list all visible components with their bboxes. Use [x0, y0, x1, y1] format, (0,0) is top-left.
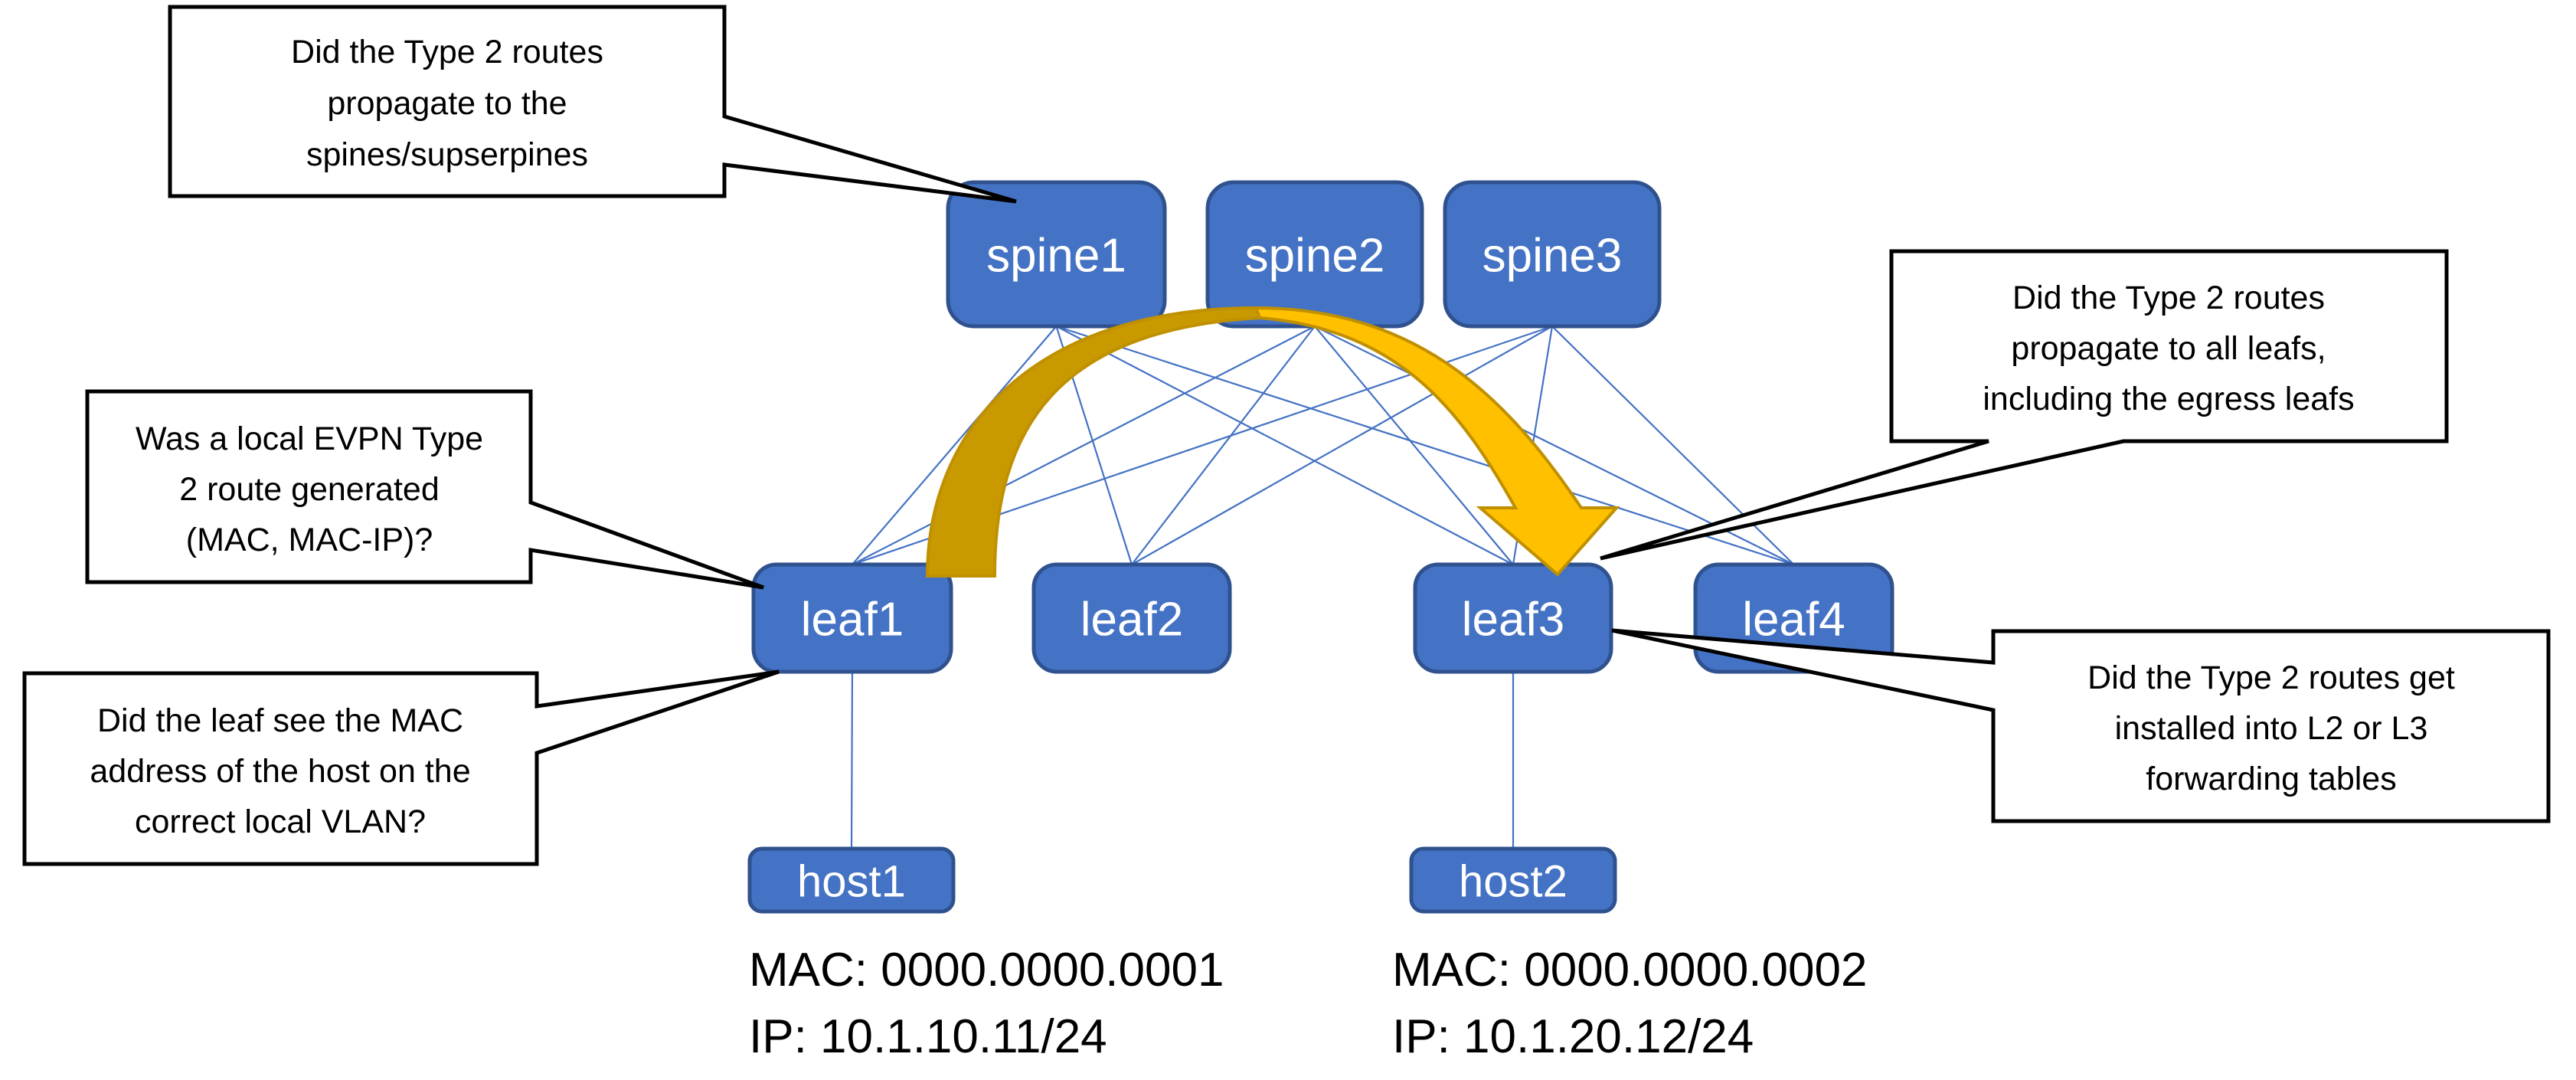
callout-text-line: propagate to the — [327, 85, 567, 122]
host-box — [747, 846, 956, 914]
link-spine1-leaf4 — [1056, 325, 1794, 566]
callout-local-route-generated: Was a local EVPN Type 2 route generated (M… — [85, 389, 764, 590]
callout-text-line: propagate to all leafs, — [2011, 330, 2326, 367]
callout-leafs-propagation: Did the Type 2 routes propagate to all le… — [1600, 249, 2449, 561]
link-spine1-leaf1 — [852, 326, 1058, 565]
host2-mac: MAC: 0000.0000.0002 — [1392, 944, 1867, 997]
leaf-label: leaf4 — [1742, 594, 1845, 646]
callout-box — [85, 389, 764, 590]
link-spine1-leaf3 — [1055, 326, 1514, 565]
spine-label: spine2 — [1245, 230, 1385, 283]
leaf-label: leaf3 — [1462, 594, 1564, 646]
host-label: host1 — [797, 857, 906, 907]
link-spine2-leaf3 — [1314, 326, 1514, 565]
host-host1[interactable]: host1 — [747, 846, 956, 914]
callout-text-line: including the egress leafs — [1983, 381, 2354, 417]
callout-box — [1611, 628, 2551, 823]
leaf-box — [1413, 562, 1613, 674]
spine-box — [946, 180, 1167, 329]
leaf-label: leaf1 — [801, 594, 904, 646]
callout-text-line: spines/supserpines — [306, 136, 588, 173]
spine-spine1[interactable]: spine1 — [946, 180, 1167, 329]
spine-spine3[interactable]: spine3 — [1443, 180, 1662, 329]
callout-text-line: Did the Type 2 routes — [2012, 280, 2325, 316]
host-links — [850, 671, 1515, 849]
callout-routes-installed: Did the Type 2 routes get installed into … — [1611, 628, 2551, 823]
leaf-box — [1031, 562, 1232, 674]
callout-text-line: installed into L2 or L3 — [2115, 710, 2428, 747]
callout-text-line: forwarding tables — [2146, 761, 2396, 797]
leaf-leaf2[interactable]: leaf2 — [1031, 562, 1232, 674]
callout-text-line: (MAC, MAC-IP)? — [186, 522, 433, 558]
callout-text-line: address of the host on the — [90, 753, 470, 790]
callout-box — [22, 669, 780, 866]
link-spine3-leaf2 — [1131, 326, 1553, 565]
host2-ip: IP: 10.1.20.12/24 — [1392, 1010, 1754, 1063]
callout-spines-propagation: Did the Type 2 routes propagate to the spi… — [168, 5, 1017, 204]
callout-box — [1600, 249, 2449, 561]
route-arrow-front — [1254, 306, 1620, 577]
callout-text-line: Did the Type 2 routes get — [2087, 659, 2455, 696]
leaf-leaf1[interactable]: leaf1 — [751, 562, 953, 674]
leaf-box — [751, 562, 953, 674]
network-nodes: spine1 spine2 spine3 leaf1 leaf2 leaf3 leaf4 ho… — [747, 180, 1894, 914]
leaf-leaf3[interactable]: leaf3 — [1413, 562, 1613, 674]
spine-label: spine1 — [986, 230, 1126, 283]
host-label: host2 — [1459, 857, 1568, 907]
route-flow-arrow — [925, 306, 1620, 578]
callout-box — [168, 5, 1017, 204]
callouts: Did the Type 2 routes propagate to the spi… — [22, 5, 2551, 866]
callout-text-line: correct local VLAN? — [135, 803, 426, 840]
host-box — [1409, 846, 1617, 914]
leaf-label: leaf2 — [1080, 594, 1183, 646]
callout-mac-learned: Did the leaf see the MAC address of the h… — [22, 669, 780, 866]
callout-text-line: Did the Type 2 routes — [291, 34, 603, 70]
callout-text-line: Did the leaf see the MAC — [97, 702, 463, 739]
spine-box — [1443, 180, 1662, 329]
host-host2[interactable]: host2 — [1409, 846, 1617, 914]
callout-text-line: 2 route generated — [179, 471, 440, 508]
spine-label: spine3 — [1483, 230, 1623, 283]
link-spine2-leaf1 — [852, 326, 1316, 565]
fabric-links — [852, 325, 1795, 566]
link-spine2-leaf2 — [1131, 326, 1316, 565]
callout-text-line: Was a local EVPN Type — [136, 421, 483, 457]
host1-mac: MAC: 0000.0000.0001 — [749, 944, 1224, 997]
host1-ip: IP: 10.1.10.11/24 — [749, 1010, 1107, 1063]
spine-spine2[interactable]: spine2 — [1205, 180, 1424, 329]
